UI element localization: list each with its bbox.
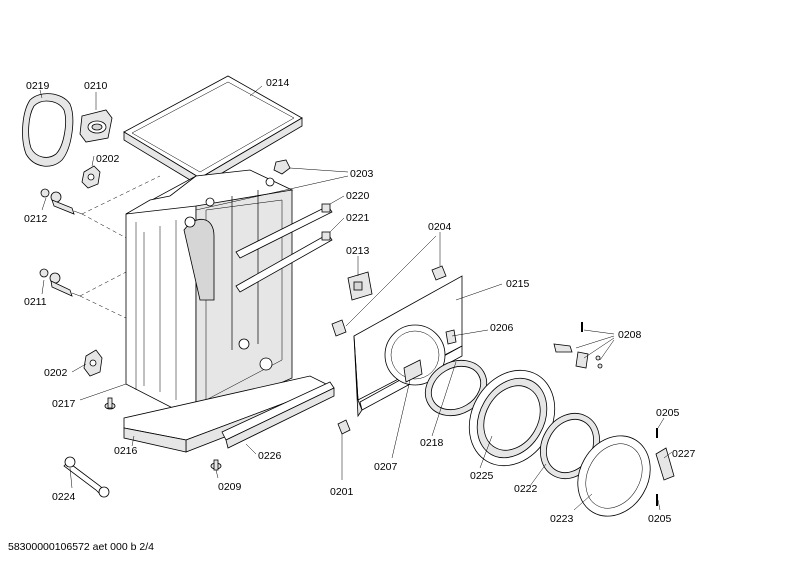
- part-0211-shock-absorber-lower: [39, 268, 81, 297]
- part-0210-bracket: [79, 109, 113, 143]
- label-0218: 0218: [420, 437, 444, 449]
- label-0205-lower: 0205: [648, 513, 672, 525]
- part-0226-kickplate: [221, 381, 335, 449]
- label-0202-upper: 0202: [96, 153, 120, 165]
- leader-lines: [39, 85, 673, 511]
- label-0213: 0213: [346, 245, 370, 257]
- label-0207: 0207: [374, 461, 398, 473]
- label-0208: 0208: [618, 329, 642, 341]
- label-0210: 0210: [84, 80, 108, 92]
- label-0220: 0220: [346, 190, 370, 202]
- label-0223: 0223: [550, 513, 574, 525]
- assembly-guide-lines: [79, 175, 161, 321]
- part-0224-spanner: [63, 456, 110, 498]
- part-0217-cabinet: [125, 169, 294, 421]
- label-0203: 0203: [350, 168, 374, 180]
- part-0212-shock-absorber-upper: [40, 188, 83, 215]
- label-0201: 0201: [330, 486, 354, 498]
- part-0209-screw: [210, 459, 222, 471]
- label-0222: 0222: [514, 483, 538, 495]
- label-0221: 0221: [346, 212, 370, 224]
- label-0227: 0227: [672, 448, 696, 460]
- label-0225: 0225: [470, 470, 494, 482]
- part-0218-porthole-seal: [424, 359, 488, 417]
- label-0219: 0219: [26, 80, 50, 92]
- label-0216: 0216: [114, 445, 138, 457]
- part-0204-clip: [331, 265, 447, 337]
- document-id-footer: 58300000106572 aet 000 b 2/4: [8, 541, 154, 553]
- label-0212: 0212: [24, 213, 48, 225]
- part-0202-clip-lower: [83, 349, 103, 377]
- label-0202-lower: 0202: [44, 367, 68, 379]
- part-0227-handle: [655, 447, 675, 481]
- part-0215-front-panel: [353, 275, 463, 418]
- part-0201-foot: [104, 397, 351, 435]
- label-0217: 0217: [52, 398, 76, 410]
- label-0209: 0209: [218, 481, 242, 493]
- label-0205-upper: 0205: [656, 407, 680, 419]
- label-0204: 0204: [428, 221, 452, 233]
- part-0223-door-ring: [577, 435, 651, 517]
- part-0206-hinge: [445, 329, 457, 345]
- part-0214-top-cover: [123, 75, 303, 187]
- label-0211: 0211: [24, 296, 47, 308]
- part-0208-hinge-set: [553, 322, 603, 369]
- part-0219-seal: [22, 93, 74, 167]
- label-0215: 0215: [506, 278, 530, 290]
- label-0206: 0206: [490, 322, 514, 334]
- label-0226: 0226: [258, 450, 282, 462]
- part-0221-rail: [235, 231, 333, 293]
- label-0224: 0224: [52, 491, 76, 503]
- part-0203-clips: [273, 159, 291, 175]
- part-0220-rail: [235, 203, 333, 259]
- part-0213-door-lock: [347, 271, 373, 301]
- part-0225-inner-ring: [468, 369, 556, 467]
- part-0202-clip-upper: [81, 165, 101, 189]
- label-0214: 0214: [266, 77, 290, 89]
